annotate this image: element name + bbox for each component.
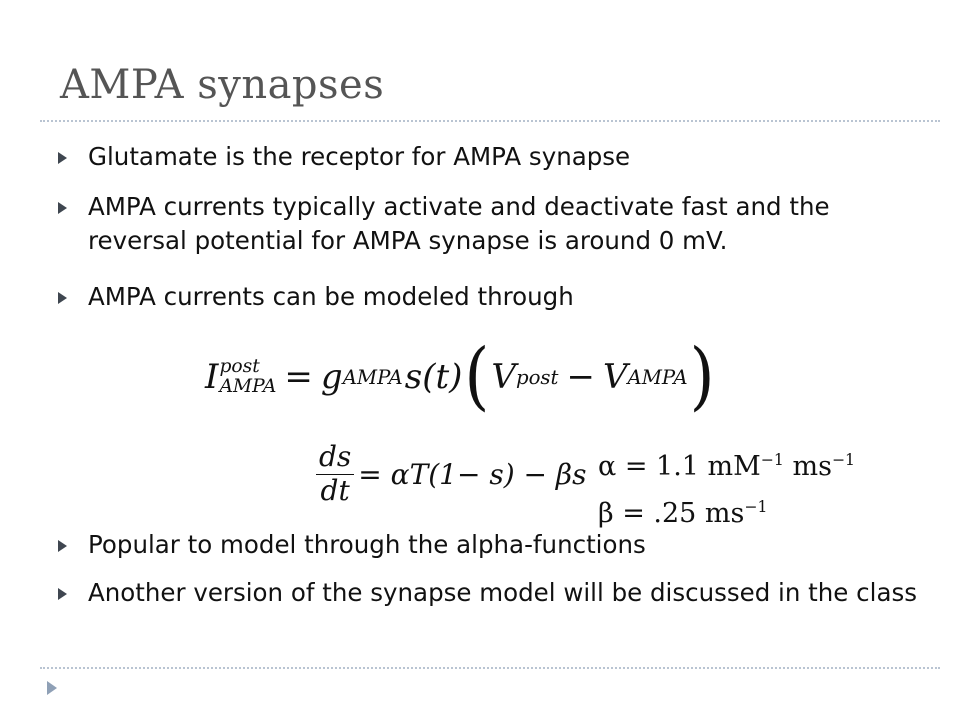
eq-i: I xyxy=(205,357,219,397)
bullet-item: AMPA currents typically activate and dea… xyxy=(58,190,918,258)
bullet-text: Glutamate is the receptor for AMPA synap… xyxy=(88,142,631,171)
bullet-text: AMPA currents can be modeled through xyxy=(88,282,574,311)
eq-g: g xyxy=(320,357,343,397)
footer-divider xyxy=(40,667,940,669)
eq-v-post: V xyxy=(491,357,516,397)
slide-title: AMPA synapses xyxy=(60,62,385,108)
triangle-right-icon xyxy=(58,588,67,600)
triangle-right-icon xyxy=(58,540,67,552)
eq-i-indices: post AMPA xyxy=(219,357,276,396)
eq-minus: − xyxy=(566,357,595,397)
eq-v-ampa-sub: AMPA xyxy=(627,365,688,389)
eq-left-paren: ( xyxy=(464,334,490,420)
eq-i-sup: post xyxy=(219,356,260,378)
bullet-item: Another version of the synapse model wil… xyxy=(58,576,918,610)
eq-equals: = xyxy=(284,357,313,397)
eq-right-paren: ) xyxy=(689,334,715,420)
beta-line: β = .25 ms−1 xyxy=(598,487,855,534)
bullet-text: Popular to model through the alpha-funct… xyxy=(88,530,646,559)
eq-i-sub: AMPA xyxy=(219,376,277,397)
rate-parameters: α = 1.1 mM−1 ms−1 β = .25 ms−1 xyxy=(598,440,855,534)
bullet-item: AMPA currents can be modeled through xyxy=(58,280,918,314)
title-divider xyxy=(40,120,940,122)
frac-numerator: ds xyxy=(316,441,355,475)
alpha-line: α = 1.1 mM−1 ms−1 xyxy=(598,440,855,487)
alpha-unit: ms xyxy=(783,451,832,482)
eq-v-post-sub: post xyxy=(515,365,559,389)
bullet-text: AMPA currents typically activate and dea… xyxy=(88,192,830,255)
beta-value: β = .25 ms xyxy=(598,498,745,529)
triangle-right-icon xyxy=(58,152,67,164)
gating-equation: ds dt = αT(1− s) − βs xyxy=(316,441,587,507)
eq-v-ampa: V xyxy=(602,357,628,397)
eq-g-sub: AMPA xyxy=(342,365,403,389)
frac-denominator: dt xyxy=(320,473,350,507)
triangle-right-icon xyxy=(47,681,57,695)
alpha-exp: −1 xyxy=(760,450,784,469)
bullet-text: Another version of the synapse model wil… xyxy=(88,578,917,607)
beta-exp: −1 xyxy=(744,497,768,516)
triangle-right-icon xyxy=(58,202,67,214)
gating-rhs: = αT(1− s) − βs xyxy=(358,457,587,491)
ds-dt-fraction: ds dt xyxy=(316,441,355,507)
triangle-right-icon xyxy=(58,292,67,304)
alpha-unit-exp: −1 xyxy=(831,450,856,469)
bullet-item: Glutamate is the receptor for AMPA synap… xyxy=(58,140,918,174)
eq-s-t: s(t) xyxy=(404,357,463,397)
alpha-value: α = 1.1 mM xyxy=(598,451,761,482)
bullet-item: Popular to model through the alpha-funct… xyxy=(58,528,918,562)
